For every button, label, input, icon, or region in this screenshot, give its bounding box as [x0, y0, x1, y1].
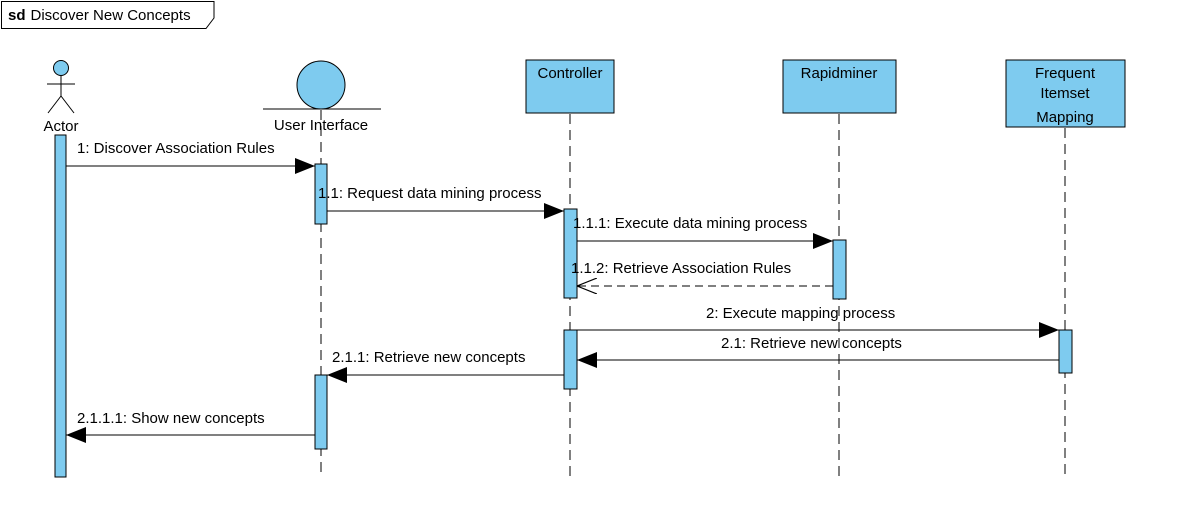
- message-labels: 1: Discover Association Rules 1.1: Reque…: [77, 140, 902, 427]
- lifeline-rapidminer[interactable]: Rapidminer: [782, 59, 897, 114]
- frame-title: sd Discover New Concepts: [8, 7, 191, 24]
- actor-icon: [47, 60, 75, 114]
- lifeline-controller[interactable]: Controller: [525, 59, 615, 114]
- ui-label: User Interface: [274, 117, 368, 134]
- messages: [66, 158, 1059, 443]
- controller-box: [525, 59, 615, 114]
- mapping-label-line-1: Frequent: [1035, 65, 1096, 82]
- frame-keyword: sd: [8, 7, 26, 24]
- activation-rapidminer[interactable]: [832, 239, 847, 300]
- activation-ui-2[interactable]: [314, 374, 328, 450]
- mapping-box: [1005, 59, 1126, 128]
- activation-controller-1[interactable]: [563, 208, 578, 299]
- frame-tab-shape: [1, 1, 215, 29]
- activations: [54, 134, 1073, 478]
- rapidminer-box: [782, 59, 897, 114]
- message-m111-label: 1.1.1: Execute data mining process: [573, 215, 807, 232]
- activation-ui-1[interactable]: [314, 163, 328, 225]
- boundary-icon: [296, 60, 346, 110]
- message-m211-label: 2.1.1: Retrieve new concepts: [332, 349, 525, 366]
- activation-actor[interactable]: [54, 134, 67, 478]
- message-m2111-label: 2.1.1.1: Show new concepts: [77, 410, 265, 427]
- mapping-label-line-2: Itemset: [1040, 85, 1090, 102]
- rapidminer-label: Rapidminer: [801, 65, 878, 82]
- frame-name: Discover New Concepts: [31, 7, 191, 24]
- lifeline-actor[interactable]: Actor: [43, 60, 79, 136]
- lifeline-lines: [320, 110, 1066, 478]
- actor-label: Actor: [43, 118, 78, 135]
- mapping-label-line-3: Mapping: [1036, 109, 1094, 126]
- activation-mapping[interactable]: [1058, 329, 1073, 374]
- message-m1-label: 1: Discover Association Rules: [77, 140, 275, 157]
- message-m112-label: 1.1.2: Retrieve Association Rules: [571, 260, 791, 277]
- lifeline-ui[interactable]: User Interface: [263, 60, 381, 134]
- controller-label: Controller: [537, 65, 602, 82]
- message-m21-label: 2.1: Retrieve new concepts: [721, 335, 902, 352]
- message-m11-label: 1.1: Request data mining process: [318, 185, 541, 202]
- frame-tab: sd Discover New Concepts: [1, 1, 215, 29]
- message-m2-label: 2: Execute mapping process: [706, 305, 895, 322]
- lifeline-mapping[interactable]: Frequent Itemset Mapping: [1005, 59, 1126, 128]
- activation-controller-2[interactable]: [563, 329, 578, 390]
